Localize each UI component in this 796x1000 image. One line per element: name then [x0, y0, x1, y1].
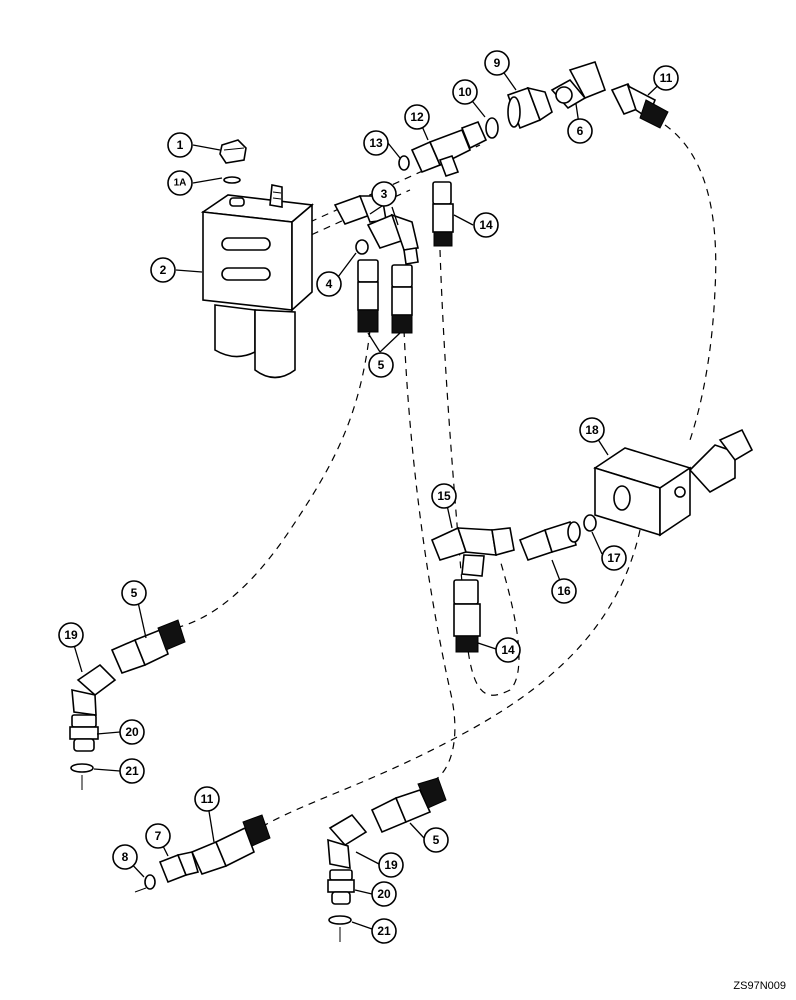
o-ring-4 — [355, 239, 369, 255]
o-ring-13 — [398, 155, 410, 171]
callout-19-left: 19 — [58, 622, 84, 648]
svg-text:2: 2 — [160, 263, 167, 277]
svg-text:3: 3 — [381, 187, 388, 201]
svg-text:1A: 1A — [174, 178, 187, 189]
hose-end-14-top — [432, 181, 454, 247]
callout-14-bottom: 14 — [495, 637, 521, 663]
callout-5-left: 5 — [121, 580, 147, 606]
svg-text:10: 10 — [458, 85, 472, 99]
adapter-20-lower — [327, 869, 355, 905]
hose-end-11-top — [610, 82, 669, 129]
svg-text:11: 11 — [660, 71, 673, 85]
tee-15 — [430, 526, 515, 577]
callout-18: 18 — [579, 417, 605, 443]
o-ring-10 — [485, 117, 499, 139]
svg-text:7: 7 — [155, 829, 162, 843]
callout-5-lower: 5 — [423, 827, 449, 853]
fitting-9 — [506, 86, 553, 130]
callout-3: 3 — [371, 181, 397, 207]
adapter-20-left — [69, 714, 99, 752]
hose-5-left — [174, 329, 371, 629]
svg-text:18: 18 — [585, 423, 599, 437]
elbow-19-lower — [327, 813, 368, 869]
hose-end-11-bottom — [190, 814, 271, 875]
svg-text:1: 1 — [177, 138, 184, 152]
leader-lines — [70, 62, 667, 930]
fitting-12 — [410, 120, 488, 178]
hose-11-top — [664, 124, 717, 441]
svg-text:13: 13 — [369, 136, 383, 150]
hose-5-center — [403, 329, 456, 781]
callout-2: 2 — [150, 257, 176, 283]
callout-8: 8 — [112, 844, 138, 870]
callout-9: 9 — [484, 50, 510, 76]
o-ring-8 — [144, 874, 156, 890]
o-ring-1a — [223, 176, 241, 184]
reference-code: ZS97N009 — [733, 980, 786, 992]
svg-text:15: 15 — [437, 489, 451, 503]
svg-text:20: 20 — [125, 725, 139, 739]
o-ring-21-lower — [328, 915, 352, 925]
callout-4: 4 — [316, 271, 342, 297]
elbow-19-left — [71, 663, 117, 716]
elbow-6 — [550, 61, 607, 110]
svg-text:19: 19 — [384, 858, 398, 872]
block-18 — [593, 428, 754, 537]
svg-text:8: 8 — [122, 850, 129, 864]
svg-text:4: 4 — [326, 277, 333, 291]
callout-21-left: 21 — [119, 758, 145, 784]
hose-end-5-pair — [357, 259, 413, 334]
svg-text:12: 12 — [410, 110, 424, 124]
callout-5-top: 5 — [368, 352, 394, 378]
callout-16: 16 — [551, 578, 577, 604]
callout-1: 1 — [167, 132, 193, 158]
svg-text:19: 19 — [64, 628, 78, 642]
svg-text:11: 11 — [201, 792, 214, 806]
o-ring-21-left — [70, 763, 94, 773]
svg-text:21: 21 — [377, 924, 391, 938]
callout-14-top: 14 — [473, 212, 499, 238]
callout-15: 15 — [431, 483, 457, 509]
elbow-16 — [518, 520, 581, 561]
hose-end-5-left — [110, 619, 186, 674]
valve-body-2 — [200, 184, 314, 379]
callout-6: 6 — [567, 118, 593, 144]
callout-11-top: 11 — [653, 65, 679, 91]
callout-7: 7 — [145, 823, 171, 849]
fitting-7 — [158, 851, 200, 884]
svg-text:14: 14 — [501, 643, 515, 657]
callout-12: 12 — [404, 104, 430, 130]
callout-20-lower: 20 — [371, 881, 397, 907]
svg-text:9: 9 — [494, 56, 501, 70]
svg-text:14: 14 — [479, 218, 493, 232]
svg-text:17: 17 — [607, 551, 621, 565]
callout-19-lower: 19 — [378, 852, 404, 878]
callout-11-bottom: 11 — [194, 786, 220, 812]
svg-text:5: 5 — [131, 586, 138, 600]
hose-end-14-bottom — [453, 579, 481, 653]
plug-1 — [219, 139, 247, 164]
hose-end-5-lower — [370, 777, 447, 834]
callout-10: 10 — [452, 79, 478, 105]
hose-11-bottom — [264, 529, 641, 826]
svg-text:16: 16 — [557, 584, 571, 598]
elbow-3 — [333, 195, 419, 265]
svg-text:5: 5 — [433, 833, 440, 847]
o-ring-17 — [583, 514, 597, 532]
callout-13: 13 — [363, 130, 389, 156]
callout-20-left: 20 — [119, 719, 145, 745]
svg-text:21: 21 — [125, 764, 139, 778]
callout-1a: 1A — [167, 170, 193, 196]
callout-17: 17 — [601, 545, 627, 571]
svg-text:20: 20 — [377, 887, 391, 901]
svg-text:6: 6 — [577, 124, 584, 138]
callout-21-lower: 21 — [371, 918, 397, 944]
svg-text:5: 5 — [378, 358, 385, 372]
